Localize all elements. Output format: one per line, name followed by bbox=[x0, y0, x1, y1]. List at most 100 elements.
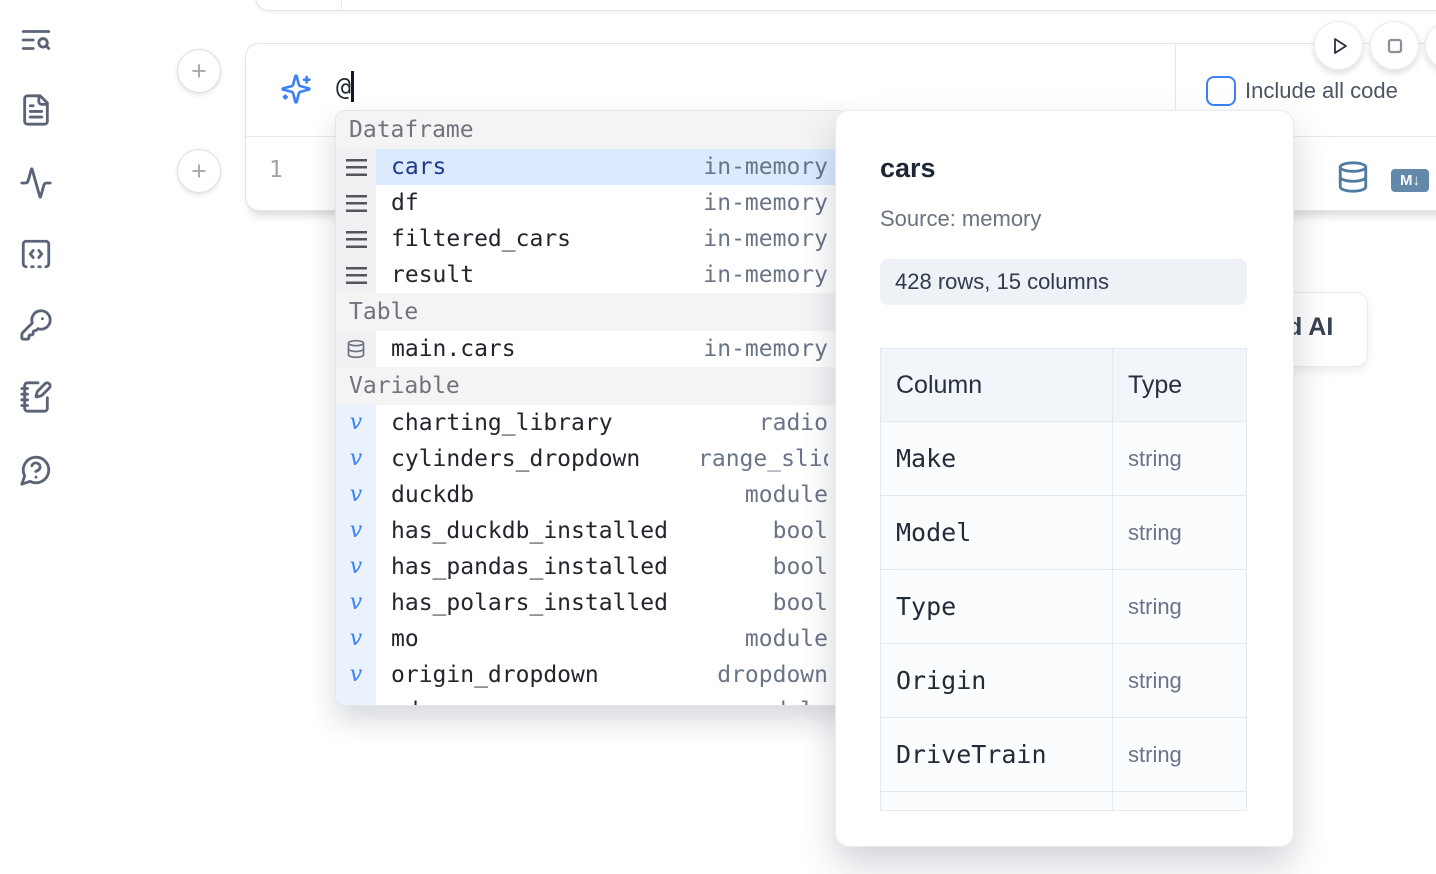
variable-icon: v bbox=[349, 482, 363, 507]
text-search-icon bbox=[21, 30, 51, 50]
autocomplete-item-cars[interactable]: cars in-memory bbox=[336, 149, 846, 185]
item-gutter: v bbox=[336, 549, 376, 585]
markdown-export-icon[interactable]: M↓ bbox=[1391, 169, 1429, 192]
variable-icon: v bbox=[349, 554, 363, 579]
sidebar-item-scratchpad[interactable] bbox=[19, 380, 53, 414]
text-cursor bbox=[351, 71, 355, 102]
schema-table: Column Type Make string Model string Typ… bbox=[880, 348, 1247, 811]
section-header-variable: Variable bbox=[336, 367, 846, 405]
column-name: Make bbox=[896, 444, 957, 473]
autocomplete-item-filtered-cars[interactable]: filtered_cars in-memory bbox=[336, 221, 846, 257]
run-cell-button[interactable] bbox=[1314, 21, 1363, 70]
item-name: cylinders_dropdown bbox=[391, 446, 641, 472]
item-gutter: v bbox=[336, 405, 376, 441]
column-type: string bbox=[1128, 593, 1182, 619]
table-row: DriveTrain string bbox=[881, 718, 1246, 792]
include-all-code-checkbox[interactable] bbox=[1206, 76, 1236, 106]
variable-icon: v bbox=[349, 518, 363, 543]
item-type: in-memory bbox=[703, 336, 828, 362]
autocomplete-item-df[interactable]: df in-memory bbox=[336, 185, 846, 221]
sidebar-item-variables[interactable] bbox=[19, 166, 53, 200]
item-gutter: v bbox=[336, 693, 376, 705]
item-name: has_polars_installed bbox=[391, 590, 668, 616]
plus-icon: + bbox=[191, 55, 207, 86]
line-number: 1 bbox=[269, 157, 283, 183]
item-type: in-memory bbox=[703, 262, 828, 288]
code-square-icon bbox=[21, 239, 51, 269]
shape-badge: 428 rows, 15 columns bbox=[880, 259, 1247, 305]
table-row: Type string bbox=[881, 570, 1246, 644]
sidebar-item-table-of-contents[interactable] bbox=[19, 23, 53, 57]
autocomplete-item-has-duckdb-installed[interactable]: v has_duckdb_installed bool bbox=[336, 513, 846, 549]
stop-button[interactable] bbox=[1370, 21, 1419, 70]
database-icon[interactable] bbox=[1336, 160, 1370, 194]
column-name: Origin bbox=[896, 666, 987, 695]
autocomplete-item-cylinders-dropdown[interactable]: v cylinders_dropdown range_slider bbox=[336, 441, 846, 477]
item-gutter: v bbox=[336, 657, 376, 693]
column-type: string bbox=[1128, 445, 1182, 471]
section-header-table: Table bbox=[336, 293, 846, 331]
autocomplete-item-charting-library[interactable]: v charting_library radio bbox=[336, 405, 846, 441]
item-gutter bbox=[336, 257, 376, 293]
dataframe-preview-panel: cars Source: memory 428 rows, 15 columns… bbox=[835, 110, 1294, 847]
item-gutter: v bbox=[336, 477, 376, 513]
item-type: in-memory bbox=[703, 190, 828, 216]
autocomplete-item-mo[interactable]: v mo module bbox=[336, 621, 846, 657]
gutter-divider bbox=[341, 1, 342, 10]
variable-icon: v bbox=[349, 590, 363, 615]
sidebar-item-files[interactable] bbox=[19, 93, 53, 127]
item-name: result bbox=[391, 262, 475, 288]
variable-icon: v bbox=[349, 626, 363, 651]
table-row: Model string bbox=[881, 496, 1246, 570]
add-cell-above-button[interactable]: + bbox=[177, 49, 221, 93]
plus-icon: + bbox=[191, 155, 207, 186]
item-name: pd bbox=[391, 698, 745, 705]
key-icon bbox=[20, 309, 52, 341]
ai-button-label: d AI bbox=[1287, 313, 1334, 341]
item-type: range_slider bbox=[698, 446, 828, 472]
sparkles-icon bbox=[280, 73, 312, 105]
item-type: bool bbox=[772, 554, 828, 580]
item-name: filtered_cars bbox=[391, 226, 572, 252]
item-gutter bbox=[336, 221, 376, 257]
item-gutter: v bbox=[336, 621, 376, 657]
code-cell-row[interactable]: 1 M↓ bbox=[246, 136, 1436, 209]
item-type: in-memory bbox=[703, 154, 828, 180]
autocomplete-dropdown: Dataframe cars in-memory df in-memory fi… bbox=[335, 110, 847, 706]
help-circle-icon bbox=[20, 455, 51, 486]
autocomplete-item-origin-dropdown[interactable]: v origin_dropdown dropdown bbox=[336, 657, 846, 693]
ai-prompt-input[interactable]: @ bbox=[336, 71, 355, 102]
notebook-pen-icon bbox=[20, 381, 52, 413]
item-gutter bbox=[336, 331, 376, 367]
column-type: string bbox=[1128, 741, 1182, 767]
autocomplete-item-duckdb[interactable]: v duckdb module bbox=[336, 477, 846, 513]
item-gutter: v bbox=[336, 441, 376, 477]
previous-cell bbox=[255, 0, 1436, 11]
autocomplete-item-has-polars-installed[interactable]: v has_polars_installed bool bbox=[336, 585, 846, 621]
section-header-dataframe: Dataframe bbox=[336, 111, 846, 149]
item-name: cars bbox=[391, 154, 447, 180]
prompt-text: @ bbox=[336, 72, 352, 101]
item-gutter bbox=[336, 185, 376, 221]
table-row: Origin string bbox=[881, 644, 1246, 718]
item-name: mo bbox=[391, 626, 419, 652]
item-name: has_duckdb_installed bbox=[391, 518, 668, 544]
autocomplete-item-has-pandas-installed[interactable]: v has_pandas_installed bool bbox=[336, 549, 846, 585]
sidebar-item-help[interactable] bbox=[19, 453, 53, 487]
item-type: module bbox=[744, 482, 828, 508]
item-type: module bbox=[745, 698, 828, 705]
autocomplete-item-main-cars[interactable]: main.cars in-memory bbox=[336, 331, 846, 367]
item-gutter: v bbox=[336, 513, 376, 549]
stop-icon bbox=[1387, 38, 1402, 53]
sidebar-item-secrets[interactable] bbox=[19, 308, 53, 342]
item-name: charting_library bbox=[391, 410, 613, 436]
dataframe-rows-icon bbox=[345, 158, 367, 176]
item-type: bool bbox=[772, 590, 828, 616]
autocomplete-item-result[interactable]: result in-memory bbox=[336, 257, 846, 293]
add-cell-below-button[interactable]: + bbox=[177, 149, 221, 193]
item-type: radio bbox=[758, 410, 828, 436]
item-gutter bbox=[336, 149, 376, 185]
autocomplete-item-clipped[interactable]: v pd module bbox=[336, 693, 846, 705]
sidebar-item-snippets[interactable] bbox=[19, 237, 53, 271]
